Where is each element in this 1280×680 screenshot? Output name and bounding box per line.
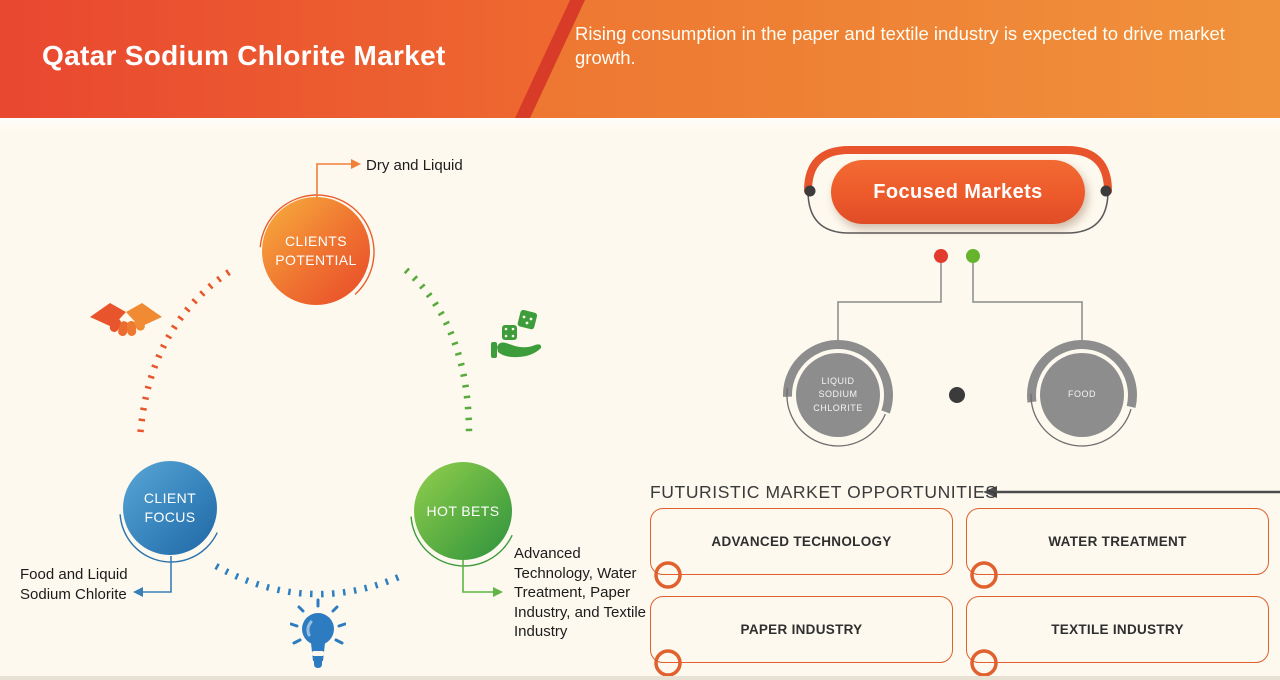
focused-markets-title: Focused Markets bbox=[873, 180, 1043, 203]
dotted-arc-blue bbox=[214, 563, 401, 598]
page-title: Qatar Sodium Chlorite Market bbox=[42, 40, 446, 71]
lightbulb-icon bbox=[290, 598, 346, 668]
hot-bets-node: HOT BETS bbox=[414, 462, 512, 560]
segment-label: FOOD bbox=[1068, 389, 1096, 400]
opportunity-label: TEXTILE INDUSTRY bbox=[1051, 622, 1184, 637]
clients-potential-node: CLIENTS POTENTIAL bbox=[262, 197, 370, 305]
hot-bets-label: HOT BETS bbox=[426, 502, 500, 519]
opportunity-label: WATER TREATMENT bbox=[1048, 534, 1187, 549]
segment-liquid-sodium-chlorite: LIQUID SODIUM CHLORITE bbox=[796, 353, 880, 437]
opportunity-label: ADVANCED TECHNOLOGY bbox=[711, 534, 892, 549]
opportunity-box-advanced-technology: ADVANCED TECHNOLOGY bbox=[650, 508, 953, 575]
opportunities-heading: FUTURISTIC MARKET OPPORTUNITIES bbox=[650, 482, 998, 502]
banner-bottom-fade bbox=[0, 118, 1280, 132]
outline-left-dot bbox=[804, 185, 816, 197]
header-banner: Qatar Sodium Chlorite Market Rising cons… bbox=[0, 0, 1280, 118]
segment-label: LIQUID SODIUM CHLORITE bbox=[813, 375, 863, 413]
focused-markets-pill: Focused Markets bbox=[831, 160, 1085, 224]
banner-left-panel bbox=[0, 0, 570, 118]
clients-potential-label: CLIENTS POTENTIAL bbox=[275, 233, 357, 268]
client-focus-node: CLIENT FOCUS bbox=[123, 461, 217, 555]
opportunities-heading-arrow bbox=[983, 486, 1280, 498]
client-focus-label: CLIENT FOCUS bbox=[143, 490, 197, 525]
opportunity-box-paper-industry: PAPER INDUSTRY bbox=[650, 596, 953, 663]
handshake-icon bbox=[90, 303, 162, 337]
center-dot bbox=[949, 387, 965, 403]
dice-in-hand-icon bbox=[491, 310, 542, 358]
segment-food: FOOD bbox=[1040, 353, 1124, 437]
red-stem-dot bbox=[934, 249, 948, 263]
hot-bets-connector bbox=[462, 560, 503, 597]
green-stem-dot bbox=[966, 249, 980, 263]
bottom-edge-strip bbox=[0, 676, 1280, 680]
opportunity-label: PAPER INDUSTRY bbox=[740, 622, 863, 637]
dotted-arc-green bbox=[403, 267, 473, 438]
client-focus-callout: Food and Liquid Sodium Chlorite bbox=[20, 566, 128, 603]
page-subtitle: Rising consumption in the paper and text… bbox=[575, 23, 1225, 68]
opportunity-box-water-treatment: WATER TREATMENT bbox=[966, 508, 1269, 575]
clients-potential-callout: Dry and Liquid bbox=[366, 157, 463, 174]
hot-bets-callout: Advanced Technology, Water Treatment, Pa… bbox=[514, 545, 647, 640]
opportunity-box-textile-industry: TEXTILE INDUSTRY bbox=[966, 596, 1269, 663]
outline-right-dot bbox=[1100, 185, 1112, 197]
